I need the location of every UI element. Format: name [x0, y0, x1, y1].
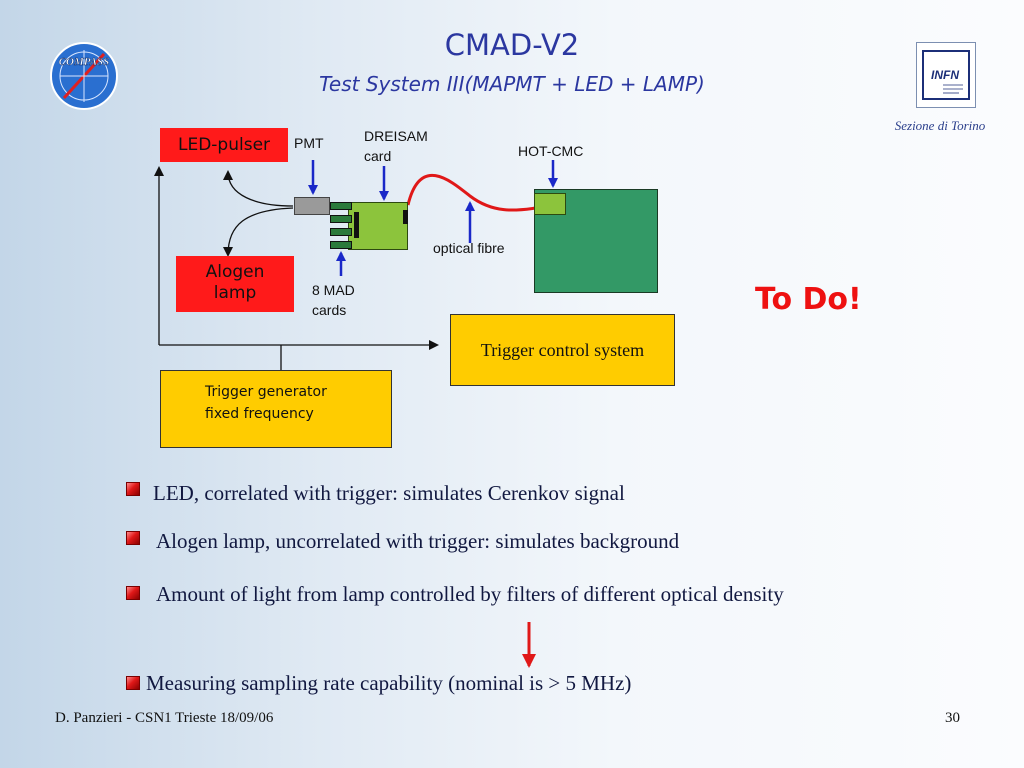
bullet-icon [126, 586, 140, 600]
hot-cmc-fibre-port [534, 193, 566, 215]
trigger-control-label: Trigger control system [480, 340, 645, 360]
arrow-to-lamp [223, 207, 294, 257]
alogen-lamp-label-line2: lamp [213, 283, 257, 303]
slide-subtitle: Test System III(MAPMT + LED + LAMP) [319, 72, 705, 96]
dreisam-label-line1: DREISAM [364, 128, 428, 144]
compass-logo-text: COMPASS [59, 56, 110, 68]
infn-logo: INFN [916, 42, 976, 108]
arrow-to-led [223, 170, 294, 207]
bullet-icon [126, 482, 140, 496]
slide-title: CMAD-V2 [444, 28, 580, 62]
optical-fibre [406, 173, 537, 212]
todo-label: To Do! [755, 282, 862, 317]
footer-author: D. Panzieri - CSN1 Trieste 18/09/06 [55, 710, 274, 726]
bullet-icon [126, 531, 140, 545]
infn-logo-text: INFN [931, 68, 959, 82]
pmt-label: PMT [294, 135, 324, 151]
mad-label-line1: 8 MAD [312, 282, 355, 298]
alogen-lamp-label: Alogen lamp [176, 262, 294, 304]
bullet-icon [126, 676, 140, 690]
mad-label-line2: cards [312, 302, 347, 318]
bullet-text: Alogen lamp, uncorrelated with trigger: … [156, 529, 680, 553]
trigger-generator-label-line2: fixed frequency [205, 406, 314, 422]
alogen-lamp-label-line1: Alogen [205, 262, 265, 282]
pmt-device [294, 197, 330, 215]
infn-caption: Sezione di Torino [894, 118, 986, 133]
bullet-text: LED, correlated with trigger: simulates … [153, 481, 625, 505]
trigger-generator-label-line1: Trigger generator [205, 384, 327, 400]
trigger-generator-box [160, 370, 392, 448]
mad-card [330, 228, 352, 236]
hot-cmc-label: HOT-CMC [518, 143, 584, 159]
dreisam-label-line2: card [364, 148, 392, 164]
optical-fibre-label: optical fibre [433, 240, 505, 256]
dreisam-connector [354, 212, 359, 238]
page-number: 30 [945, 710, 960, 726]
bullet-text: Measuring sampling rate capability (nomi… [146, 671, 632, 695]
mad-card [330, 202, 352, 210]
bullet-text: Amount of light from lamp controlled by … [156, 582, 784, 606]
alogen-lamp-box [176, 256, 294, 312]
trigger-control-box [450, 314, 675, 386]
led-pulser-box [160, 128, 288, 162]
mad-card [330, 215, 352, 223]
mad-card [330, 241, 352, 249]
led-pulser-label: LED-pulser [177, 135, 271, 155]
compass-logo: COMPASS [50, 42, 118, 110]
dreisam-fibre-port [403, 210, 408, 224]
